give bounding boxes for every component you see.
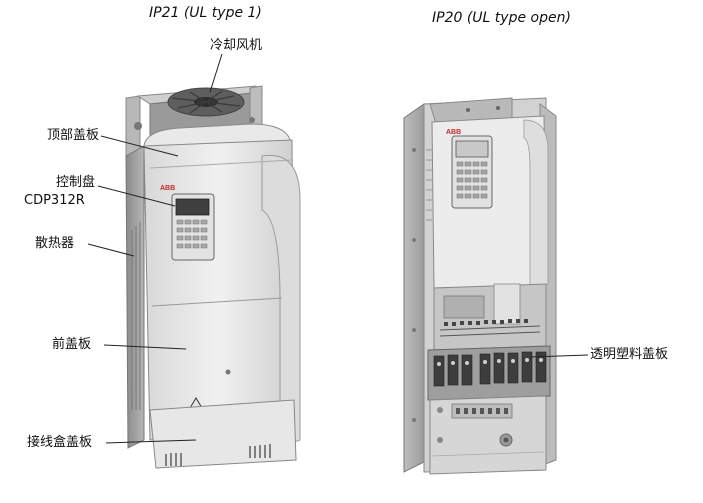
ip20-drive: ABB [403,97,557,475]
terminal-box-cover [149,399,297,469]
label-control-panel-line2: CDP312R [24,193,85,208]
title-ip20: IP20 (UL type open) [432,10,571,26]
abb-logo-left: ABB [160,185,175,192]
label-cooling-fan: 冷却风机 [210,38,263,53]
control-panel-cdp312r [171,193,215,261]
label-top-cover: 顶部盖板 [47,128,100,143]
label-terminal-box-cover: 接线盒盖板 [27,435,93,450]
title-ip21: IP21 (UL type 1) [149,5,262,21]
label-control-panel-line1: 控制盘 [55,175,95,190]
abb-logo-right: ABB [446,129,461,136]
ip21-drive: ABB [125,85,301,469]
transparent-plastic-cover [427,345,551,401]
label-front-cover: 前盖板 [52,337,92,352]
label-transparent-plastic-cover: 透明塑料盖板 [590,347,669,362]
control-panel-right [451,135,493,209]
leader-lines-left [87,53,223,444]
front-cover-indicator [225,369,231,375]
label-heatsink: 散热器 [35,236,75,251]
leader-line-right [529,354,589,358]
heatsink [125,145,145,449]
